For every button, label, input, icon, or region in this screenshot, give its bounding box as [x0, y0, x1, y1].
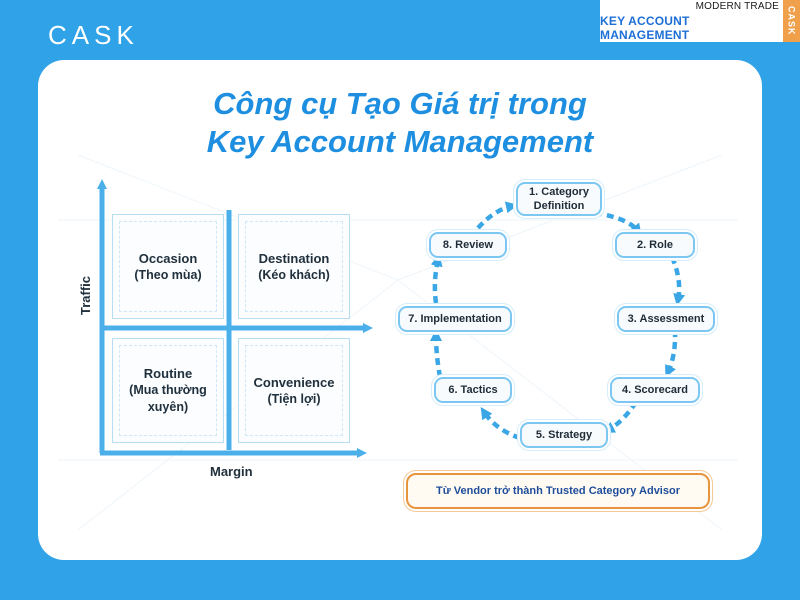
cycle-arrows [430, 201, 686, 441]
quadrant-occasion: Occasion (Theo mùa) [112, 214, 224, 319]
y-axis-label: Traffic [78, 275, 93, 315]
arrow-1-to-2 [594, 210, 642, 236]
quadrant-subtitle: (Kéo khách) [258, 267, 330, 282]
content-card: Công cụ Tạo Giá trị trong Key Account Ma… [38, 60, 762, 560]
cycle-step-review: 8. Review [429, 232, 507, 258]
quadrant-routine: Routine (Mua thường xuyên) [112, 338, 224, 443]
cycle-step-scorecard: 4. Scorecard [610, 377, 700, 403]
cycle-step-strategy: 5. Strategy [520, 422, 608, 448]
quadrant-title: Occasion [138, 250, 198, 266]
badge-side-label: CASK [783, 0, 800, 42]
cycle-step-implementation: 7. Implementation [398, 306, 512, 332]
quadrant-subtitle: (Tiện lợi) [267, 391, 321, 406]
quadrant-subtitle: (Mua thường xuyên) [129, 383, 207, 414]
x-axis-label: Margin [210, 464, 253, 479]
arrow-4-to-5 [602, 400, 638, 433]
quadrant-title: Routine [143, 366, 193, 381]
badge-line-modern-trade: MODERN TRADE [695, 0, 779, 12]
quadrant-title: Convenience [253, 374, 335, 390]
quadrant-destination: Destination (Kéo khách) [238, 214, 350, 319]
brand-logo: CASK [48, 20, 139, 50]
arrow-3-to-4 [665, 329, 678, 378]
badge-line-kam: KEY ACCOUNT MANAGEMENT [600, 13, 690, 42]
quadrant-convenience: Convenience (Tiện lợi) [238, 338, 350, 443]
arrow-6-to-7 [430, 329, 443, 378]
header-badge: MODERN TRADE KEY ACCOUNT MANAGEMENT CASK [600, 0, 800, 42]
cycle-step-assessment: 3. Assessment [617, 306, 715, 332]
callout-banner: Từ Vendor trở thành Trusted Category Adv… [406, 473, 710, 509]
arrow-8-to-1 [476, 201, 518, 230]
cycle-step-role: 2. Role [615, 232, 695, 258]
page-title-line1: Công cụ Tạo Giá trị trong [213, 86, 587, 121]
quadrant-subtitle: (Theo mùa) [134, 267, 202, 282]
arrow-2-to-3 [669, 256, 686, 306]
arrow-7-to-8 [430, 254, 443, 304]
arrow-5-to-6 [480, 407, 521, 441]
cycle-step-category-definition: 1. Category Definition [516, 182, 602, 216]
cycle-step-tactics: 6. Tactics [434, 377, 512, 403]
page-title-line2: Key Account Management [206, 124, 594, 159]
quadrant-title: Destination [258, 250, 330, 266]
